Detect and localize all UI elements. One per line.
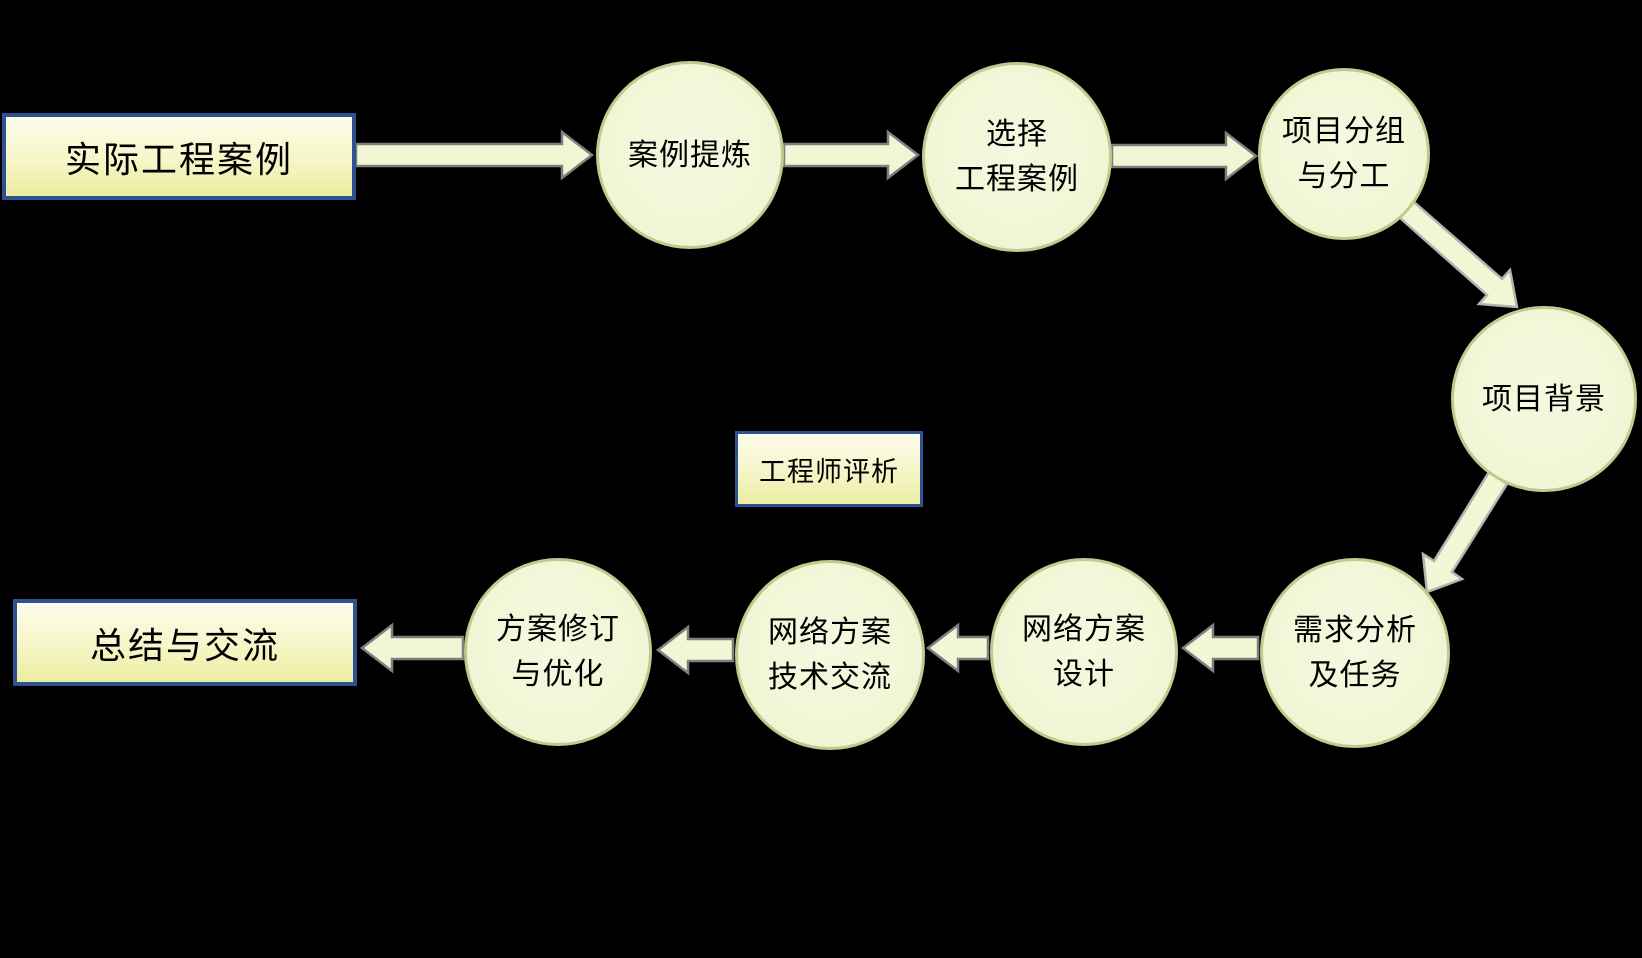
node-grouping-circle: 项目分组 与分工 — [1258, 68, 1430, 240]
node-summary-rect: 总结与交流 — [13, 599, 357, 686]
node-design-circle: 网络方案 设计 — [990, 558, 1178, 746]
node-start-rect: 实际工程案例 — [2, 113, 356, 200]
node-select-case-circle: 选择 工程案例 — [922, 62, 1112, 252]
node-exchange-circle: 网络方案 技术交流 — [735, 560, 925, 750]
arrow-design-to-exchange — [925, 622, 990, 674]
node-requirement-circle: 需求分析 及任务 — [1260, 558, 1450, 748]
arrow-requirement-to-design — [1180, 622, 1260, 674]
arrow-project-background-to-requirement — [1421, 470, 1509, 594]
arrow-start-to-case-refine — [354, 129, 595, 181]
arrow-exchange-to-revision — [655, 624, 735, 676]
node-project-background-circle: 项目背景 — [1451, 306, 1637, 492]
arrow-select-case-to-grouping — [1110, 130, 1259, 182]
arrow-revision-to-summary — [359, 622, 465, 674]
arrow-case-refine-to-select-case — [782, 129, 921, 181]
node-case-refine-circle: 案例提炼 — [596, 61, 784, 249]
node-revision-circle: 方案修订 与优化 — [464, 558, 652, 746]
arrow-grouping-to-project-background — [1398, 200, 1519, 309]
node-engineer-review-box: 工程师评析 — [735, 431, 923, 507]
